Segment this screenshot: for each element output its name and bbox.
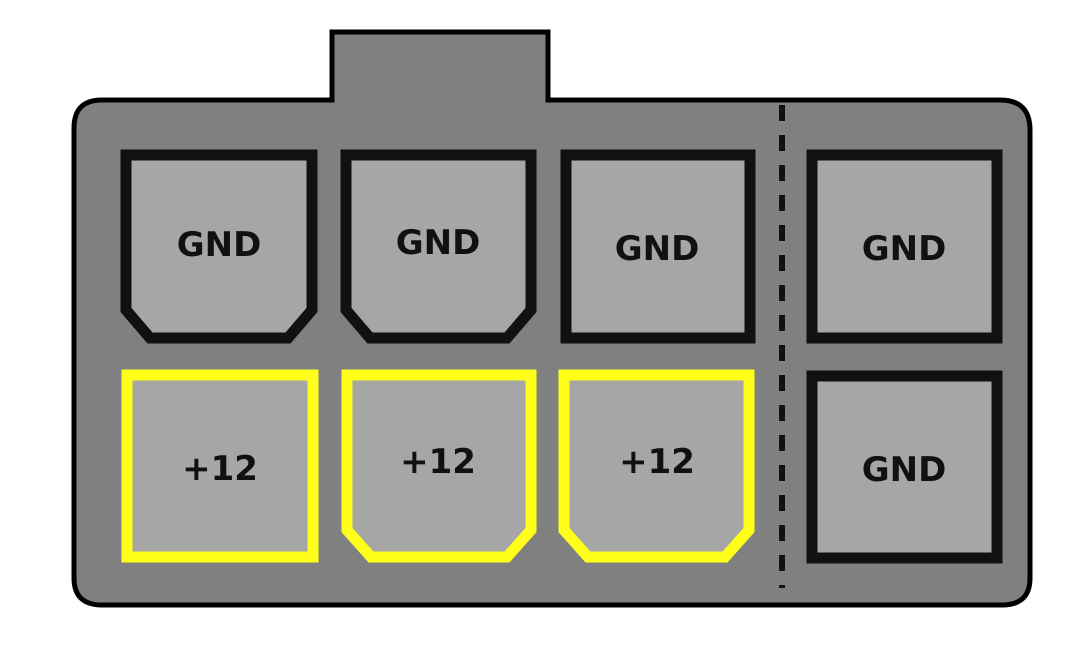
pin-label: GND [615,229,700,269]
pin-gnd-4: GND [806,149,1003,344]
pin-label: GND [862,450,947,490]
pin-label: +12 [182,449,258,489]
pin-gnd-2: GND [340,149,537,344]
pin-label: +12 [400,442,476,482]
pin-gnd-1: GND [120,149,318,344]
pin-v12-2: +12 [341,369,537,563]
pin-label: GND [396,223,481,263]
pin-label: GND [862,229,947,269]
pin-label: +12 [619,442,695,482]
pin-gnd-3: GND [560,149,756,344]
pin-label: GND [177,225,262,265]
pin-v12-3: +12 [558,369,755,563]
pin-v12-1: +12 [121,369,319,563]
pin-gnd-5: GND [806,370,1003,564]
